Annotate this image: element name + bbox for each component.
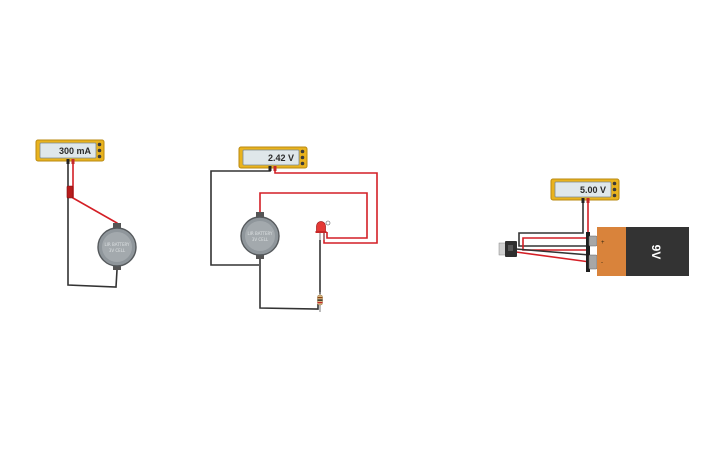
wire-black[interactable]	[515, 248, 591, 256]
multimeter-2[interactable]: 2.42 V	[238, 146, 308, 171]
multimeter-2-port-com[interactable]	[300, 149, 305, 154]
wire-red[interactable]	[274, 168, 378, 244]
circuit-2: 2.42 V LIR BATTERY 3V CELL	[210, 146, 378, 312]
multimeter-2-port-ma[interactable]	[300, 155, 305, 160]
wire-red[interactable]	[515, 251, 591, 263]
multimeter-1-port-v[interactable]	[97, 154, 102, 159]
wire-red[interactable]	[522, 201, 590, 251]
slide-switch[interactable]	[498, 241, 517, 257]
multimeter-1-probe-red[interactable]	[71, 159, 75, 164]
coin-battery-1[interactable]: LIR BATTERY 3V CELL	[97, 223, 137, 270]
multimeter-3-probe-red[interactable]	[586, 198, 590, 203]
wire-red[interactable]	[72, 162, 118, 226]
battery-9v[interactable]: + - 9V	[586, 227, 689, 276]
battery-9v-label: 9V	[649, 245, 663, 260]
multimeter-2-port-v[interactable]	[300, 161, 305, 166]
wire-red[interactable]	[259, 192, 368, 239]
probe-marker[interactable]	[66, 185, 74, 199]
multimeter-1-reading: 300 mA	[59, 146, 92, 156]
wire-black[interactable]	[518, 201, 590, 247]
multimeter-3-port-v[interactable]	[612, 193, 617, 198]
multimeter-3-port-ma[interactable]	[612, 187, 617, 192]
circuit-3: 5.00 V + - 9V	[498, 178, 689, 276]
multimeter-3[interactable]: 5.00 V	[550, 178, 620, 203]
battery-9v-minus: -	[601, 260, 603, 266]
coin-battery-1-label: LIR BATTERY	[105, 242, 130, 247]
multimeter-3-reading: 5.00 V	[580, 185, 606, 195]
multimeter-1-port-com[interactable]	[97, 142, 102, 147]
coin-battery-1-sublabel: 3V CELL	[109, 248, 126, 253]
multimeter-2-probe-black[interactable]	[268, 166, 272, 171]
multimeter-1[interactable]: 300 mA	[35, 139, 105, 164]
multimeter-3-port-com[interactable]	[612, 181, 617, 186]
led-glow-icon	[325, 220, 331, 226]
multimeter-2-probe-red[interactable]	[273, 166, 277, 171]
multimeter-1-port-ma[interactable]	[97, 148, 102, 153]
wire-black[interactable]	[67, 162, 118, 288]
circuit-1: 300 mA LIR BATTERY 3V CELL	[35, 139, 137, 288]
wire-black[interactable]	[259, 258, 319, 310]
coin-battery-2[interactable]: LIR BATTERY 3V CELL	[240, 212, 280, 259]
multimeter-3-probe-black[interactable]	[581, 198, 585, 203]
coin-battery-2-label: LIR BATTERY	[248, 231, 273, 236]
multimeter-2-reading: 2.42 V	[268, 153, 294, 163]
coin-battery-2-sublabel: 3V CELL	[252, 237, 269, 242]
red-led[interactable]	[315, 220, 331, 240]
battery-9v-plus: +	[601, 240, 605, 246]
multimeter-1-probe-black[interactable]	[66, 159, 70, 164]
resistor[interactable]	[317, 292, 323, 312]
